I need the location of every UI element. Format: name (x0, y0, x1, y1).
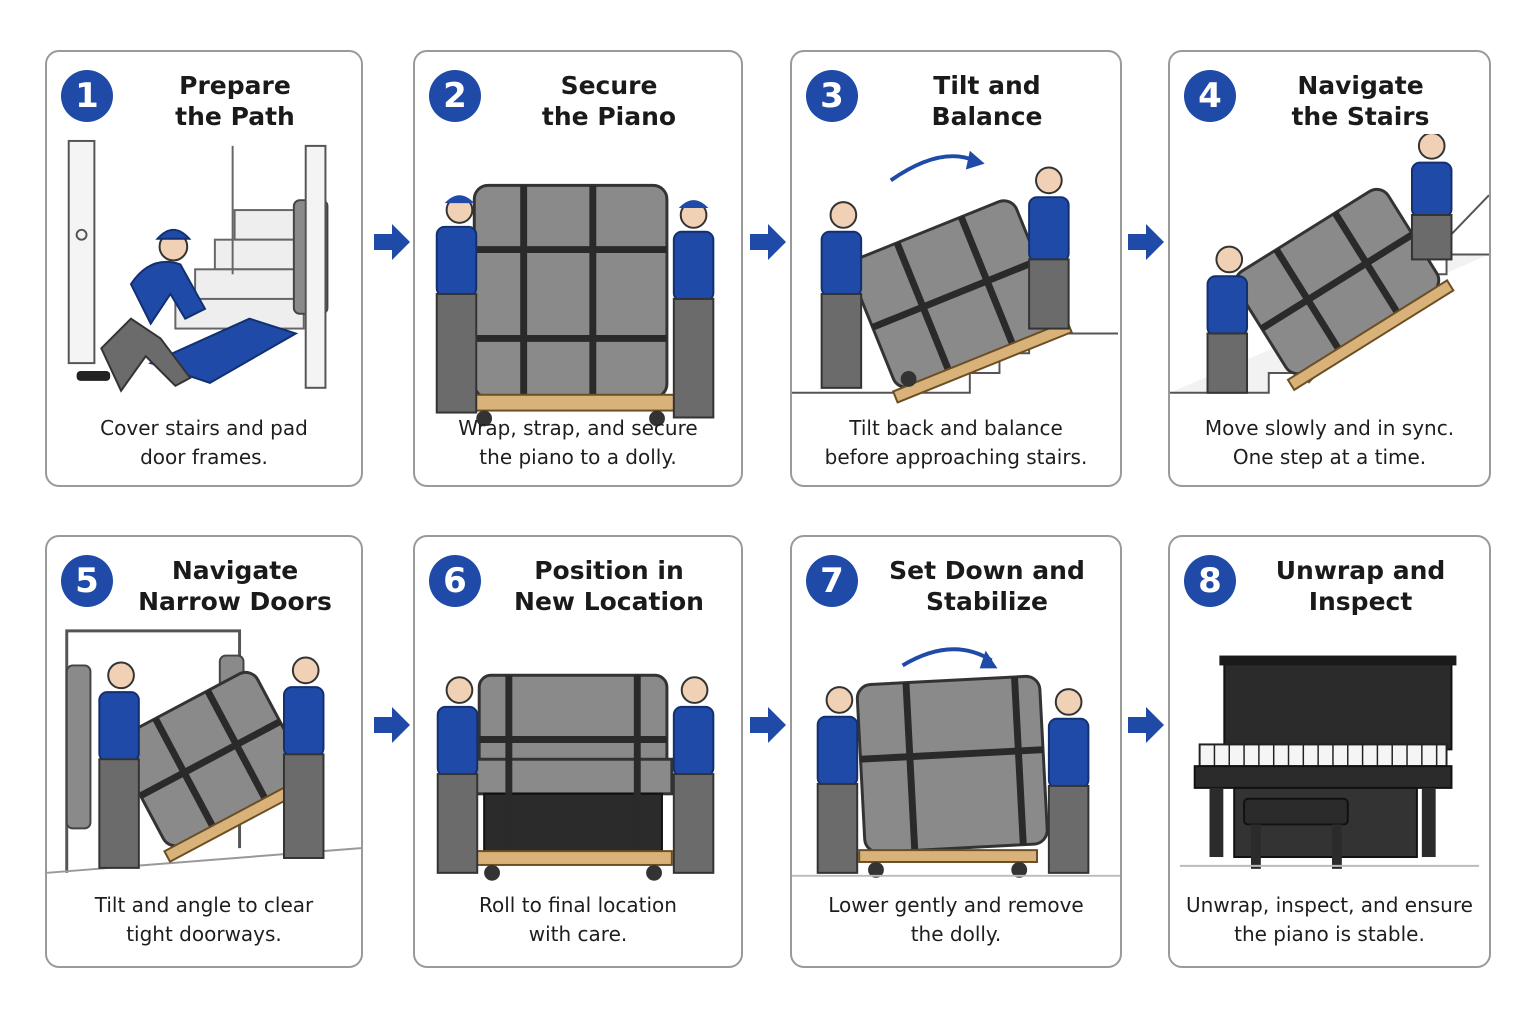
step-number-badge: 7 (806, 555, 858, 607)
step-card-6: 6 Position in New Location Roll to final… (413, 535, 743, 968)
arrow-right-icon (372, 705, 412, 745)
step-card-3: 3 Tilt and Balance (790, 50, 1122, 487)
step-title: Secure the Piano (541, 71, 677, 131)
step-number-badge: 2 (429, 70, 481, 122)
step-card-1: 1 Prepare the Path (45, 50, 363, 487)
roll-piano-icon (415, 619, 741, 939)
step-number-badge: 1 (61, 70, 113, 122)
step-caption: Tilt back and balance before approaching… (824, 416, 1088, 469)
step-caption: Tilt and angle to clear tight doorways. (94, 893, 314, 946)
step-title: Prepare the Path (175, 71, 295, 131)
piano-through-door-icon (47, 619, 361, 939)
arrow-right-icon (372, 222, 412, 262)
step-number-badge: 8 (1184, 555, 1236, 607)
step-number-badge: 4 (1184, 70, 1236, 122)
step-caption: Roll to final location with care. (479, 893, 677, 946)
step-card-4: 4 Navigate the Stairs Move slowly and in (1168, 50, 1491, 487)
step-number-badge: 6 (429, 555, 481, 607)
arrow-right-icon (748, 222, 788, 262)
step-card-7: 7 Set Down and Stabilize (790, 535, 1122, 968)
person-covering-stairs-icon (47, 134, 361, 454)
step-caption: Cover stairs and pad door frames. (100, 416, 308, 469)
piano-on-stairs-icon (1170, 134, 1489, 454)
step-title: Navigate the Stairs (1291, 71, 1430, 131)
step-card-2: 2 Secure the Piano Wrap, strap, (413, 50, 743, 487)
step-caption: Unwrap, inspect, and ensure the piano is… (1186, 893, 1473, 946)
step-title: Navigate Narrow Doors (138, 556, 332, 616)
step-number-badge: 5 (61, 555, 113, 607)
step-title: Tilt and Balance (931, 71, 1043, 131)
arrow-right-icon (1126, 705, 1166, 745)
step-title: Position in New Location (514, 556, 704, 616)
step-card-8: 8 Unwrap and Inspect (1168, 535, 1491, 968)
piano-on-dolly-icon (415, 134, 741, 454)
step-title: Set Down and Stabilize (889, 556, 1085, 616)
lower-piano-icon (792, 619, 1120, 939)
step-caption: Move slowly and in sync. One step at a t… (1204, 416, 1455, 469)
step-title: Unwrap and Inspect (1275, 556, 1446, 616)
step-caption: Lower gently and remove the dolly. (828, 893, 1084, 946)
upright-piano-icon (1170, 619, 1489, 939)
arrow-right-icon (1126, 222, 1166, 262)
step-number-badge: 3 (806, 70, 858, 122)
arrow-right-icon (748, 705, 788, 745)
tilt-piano-icon (792, 134, 1120, 454)
step-caption: Wrap, strap, and secure the piano to a d… (458, 416, 698, 469)
step-card-5: 5 Navigate Narrow Doors Til (45, 535, 363, 968)
